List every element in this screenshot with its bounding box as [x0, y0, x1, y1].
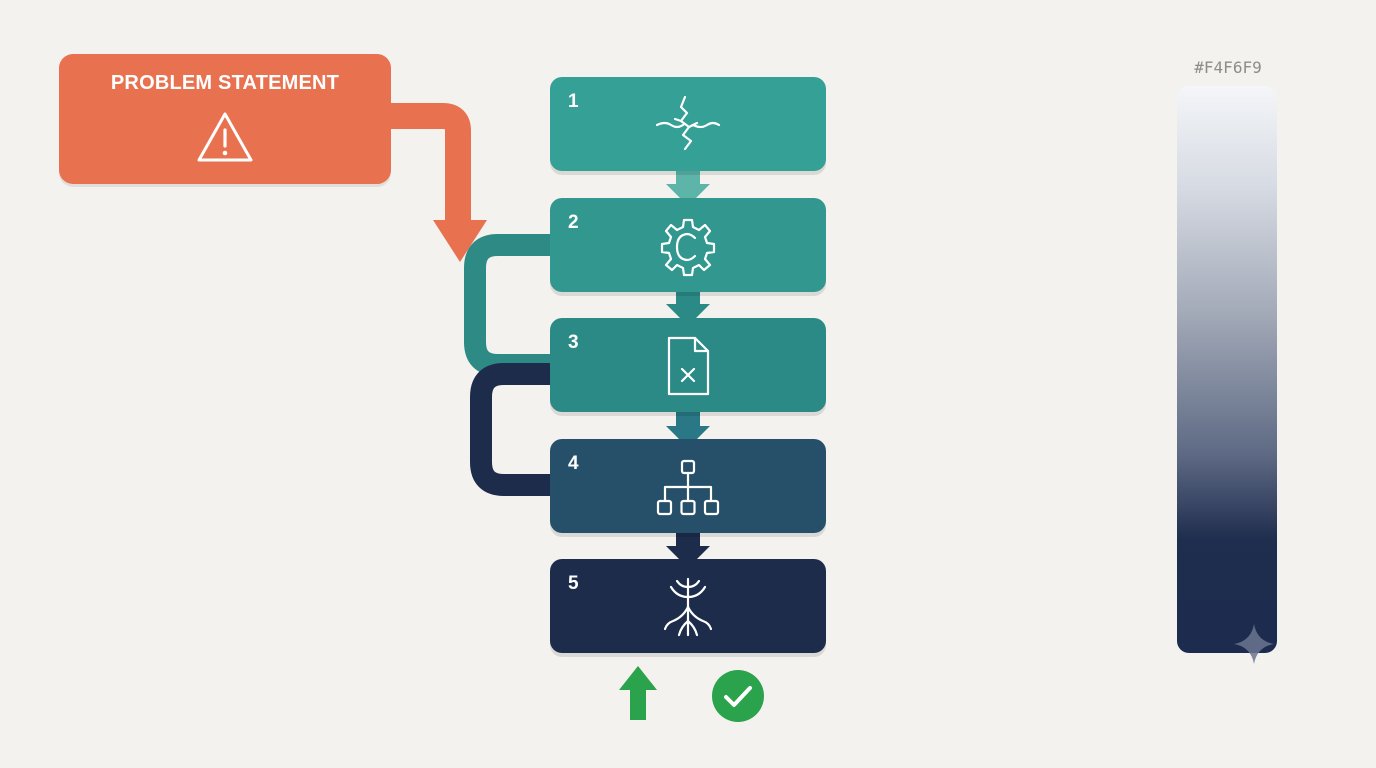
- color-gradient-bar: [1177, 86, 1277, 653]
- problem-statement-box: PROBLEM STATEMENT: [59, 54, 391, 184]
- problem-flow-arrow-shaft: [385, 103, 471, 225]
- check-circle-icon: [712, 670, 764, 722]
- step-arrow-4-5: [666, 528, 710, 568]
- loop-connector-teal: [464, 234, 552, 376]
- step-4-number: 4: [568, 453, 579, 474]
- crack-icon: [655, 95, 721, 151]
- step-arrow-3-4: [666, 408, 710, 448]
- file-x-icon: [667, 336, 710, 396]
- gradient-hex-label: #F4F6F9: [1194, 58, 1262, 77]
- hierarchy-icon: [656, 459, 720, 516]
- up-arrow-icon: [619, 666, 657, 720]
- step-arrow-1-2: [666, 168, 710, 206]
- step-3-box: 3: [550, 318, 826, 412]
- step-5-box: 5: [550, 559, 826, 653]
- step-4-box: 4: [550, 439, 826, 533]
- step-1-box: 1: [550, 77, 826, 171]
- step-5-number: 5: [568, 573, 579, 594]
- root-icon: [663, 577, 713, 637]
- gear-icon: [660, 218, 716, 277]
- step-2-number: 2: [568, 212, 579, 233]
- step-2-box: 2: [550, 198, 826, 292]
- loop-connector-navy: [470, 363, 552, 496]
- step-3-number: 3: [568, 332, 579, 353]
- sparkle-icon: [1234, 624, 1274, 664]
- problem-statement-title: PROBLEM STATEMENT: [110, 72, 340, 94]
- step-1-number: 1: [568, 91, 579, 112]
- step-arrow-2-3: [666, 288, 710, 326]
- problem-flow-arrow-head: [433, 220, 487, 262]
- warning-icon: [197, 112, 253, 162]
